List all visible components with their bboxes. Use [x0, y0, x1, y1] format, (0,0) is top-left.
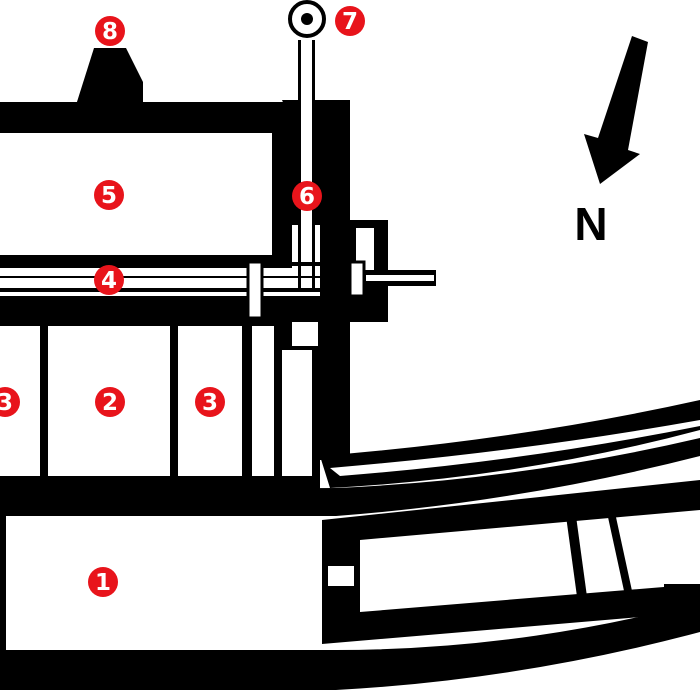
north-label: N [574, 198, 607, 250]
bolt-knob-left [246, 260, 264, 320]
threaded-bolt-core [366, 275, 434, 281]
marker-5-label: 5 [101, 183, 117, 209]
north-arrow-icon [584, 36, 648, 184]
marker-3-west-label: 3 [0, 390, 13, 416]
bolt-knob-right [348, 260, 366, 298]
lower-cell-narrow-2 [282, 350, 312, 476]
lower-wing-door [664, 584, 700, 594]
vertical-shaft-left [298, 40, 301, 290]
marker-8-label: 8 [102, 19, 118, 45]
lower-wing-wall [322, 480, 700, 644]
marker-2-label: 2 [102, 390, 118, 416]
marker-7: 7 [335, 6, 365, 36]
marker-8: 8 [95, 16, 125, 46]
curved-wing-inner-band [330, 420, 700, 476]
room-markers: 1 2 3 3 4 5 6 7 [0, 6, 365, 597]
fittings [0, 0, 436, 320]
marker-6: 6 [292, 181, 322, 211]
lower-wing-partition-2 [606, 508, 634, 600]
lower-wing-opening [328, 566, 354, 586]
marker-2: 2 [95, 387, 125, 417]
marker-1: 1 [88, 567, 118, 597]
north-arrow: N [574, 36, 648, 250]
marker-3-east-label: 3 [202, 390, 218, 416]
bolt-rail-mid [0, 276, 360, 278]
marker-3-west: 3 [0, 387, 20, 417]
lower-wing-partition-1 [566, 516, 588, 604]
main-hall-wall [0, 438, 700, 516]
upper-room-wall [0, 102, 292, 268]
marker-6-label: 6 [299, 184, 315, 210]
marker-1-label: 1 [95, 570, 111, 596]
lower-cell-narrow-1 [252, 326, 274, 476]
marker-7-label: 7 [342, 9, 358, 35]
stair-notch [292, 322, 318, 346]
marker-3-east: 3 [195, 387, 225, 417]
tower-wall [76, 48, 143, 105]
shaft-wheel-hub [301, 13, 313, 25]
vertical-shaft-right [312, 40, 315, 290]
bolt-rail-top [0, 262, 360, 266]
hall-west-edge [0, 500, 6, 680]
marker-4: 4 [94, 265, 124, 295]
walls [0, 48, 700, 690]
south-wall [0, 602, 700, 690]
marker-4-label: 4 [101, 268, 117, 294]
marker-5: 5 [94, 180, 124, 210]
bolt-rail-bottom [0, 288, 360, 292]
